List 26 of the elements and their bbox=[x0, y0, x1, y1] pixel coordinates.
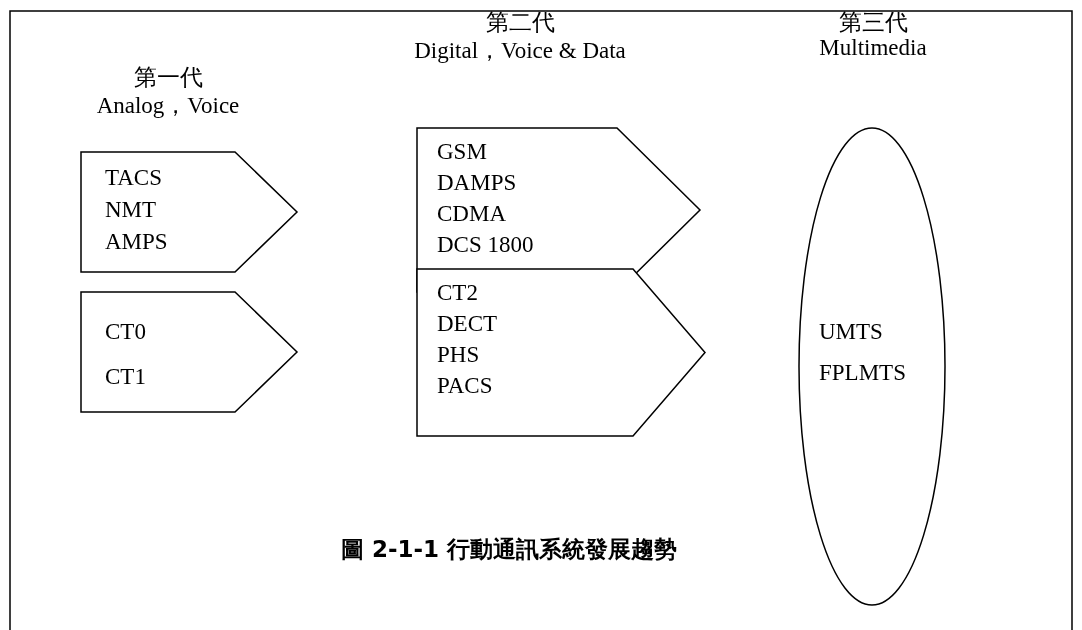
system-name: DAMPS bbox=[437, 171, 517, 194]
generation-heading: 第一代 bbox=[133, 63, 203, 92]
system-name: DCS 1800 bbox=[437, 233, 534, 256]
generation-description: Multimedia bbox=[819, 35, 927, 61]
system-name: CT2 bbox=[437, 281, 478, 304]
generation-description: Analog，Voice bbox=[96, 92, 240, 120]
system-name: CDMA bbox=[437, 202, 506, 225]
arrow-shape bbox=[81, 152, 297, 272]
system-name: DECT bbox=[437, 312, 498, 335]
arrow-shape bbox=[81, 292, 297, 412]
system-name: UMTS bbox=[819, 320, 883, 343]
system-name: CT0 bbox=[105, 320, 146, 343]
generation-heading: 第三代 bbox=[838, 8, 908, 37]
system-name: NMT bbox=[105, 198, 157, 221]
generation-heading: 第二代 bbox=[485, 8, 555, 37]
ellipse-shape bbox=[799, 128, 945, 605]
system-name: FPLMTS bbox=[819, 361, 906, 384]
generation-description: Digital，Voice & Data bbox=[414, 37, 626, 65]
figure-caption: 圖 2-1-1 行動通訊系統發展趨勢 bbox=[340, 535, 678, 564]
arrow-shape bbox=[417, 269, 705, 436]
system-name: AMPS bbox=[105, 230, 168, 253]
system-name: PHS bbox=[437, 343, 480, 366]
system-name: GSM bbox=[437, 140, 487, 163]
system-name: PACS bbox=[437, 374, 493, 397]
system-name: CT1 bbox=[105, 365, 146, 388]
system-name: TACS bbox=[105, 166, 162, 189]
